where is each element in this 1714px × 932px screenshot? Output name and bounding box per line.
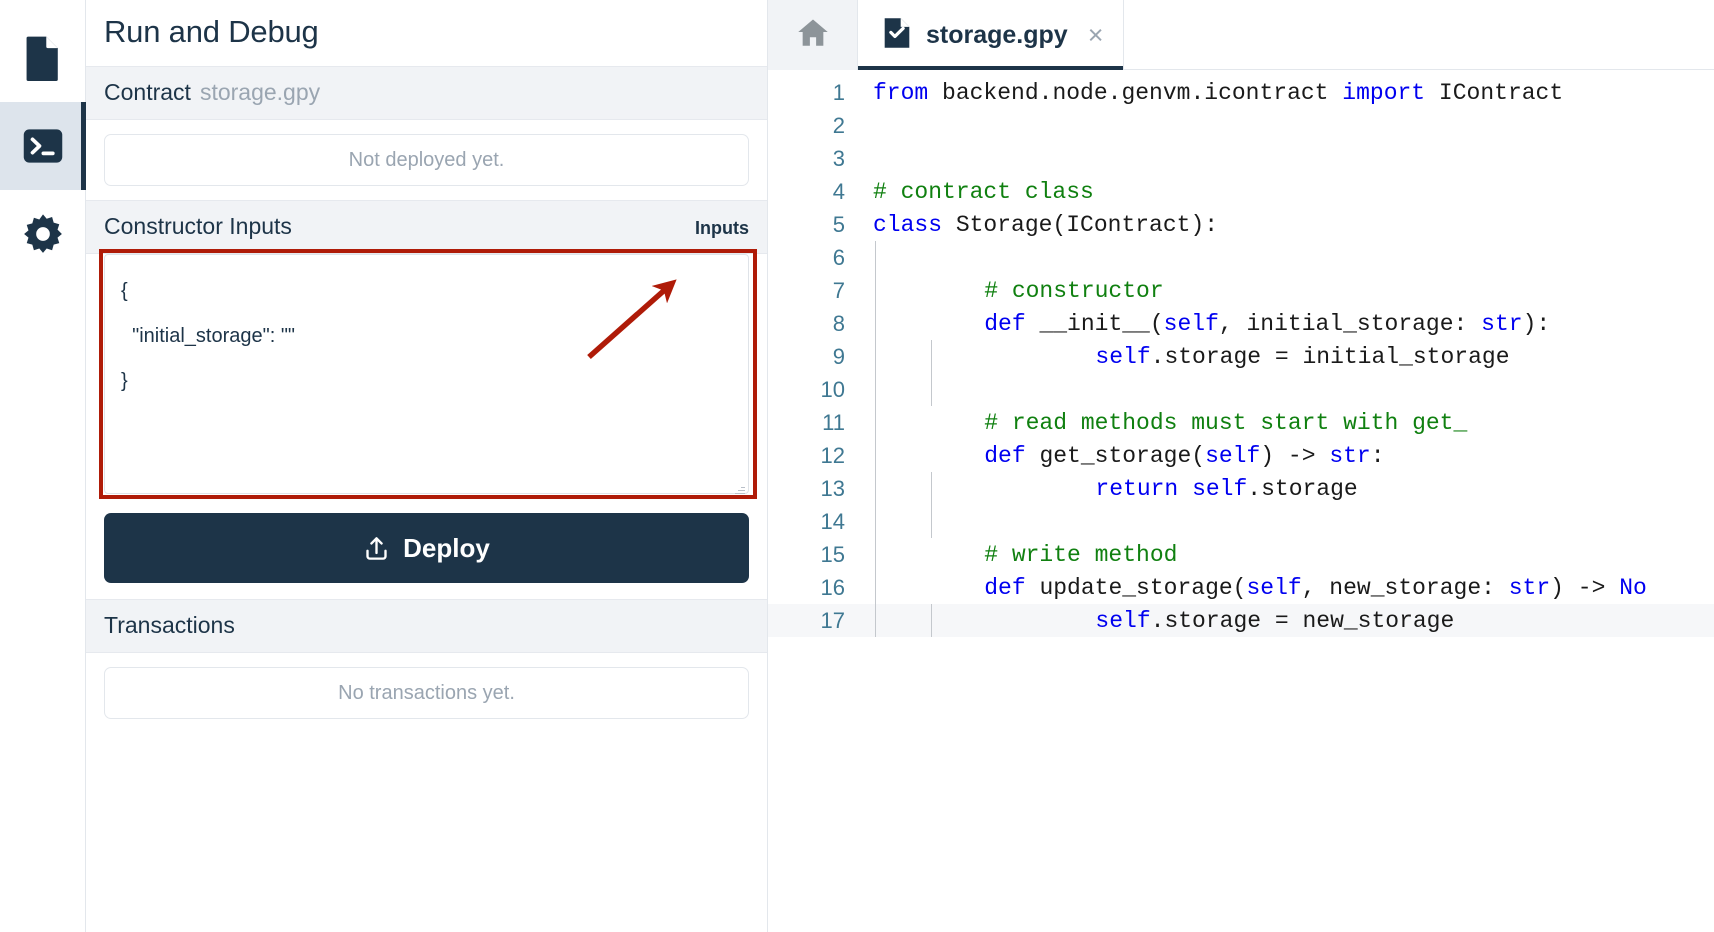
line-number: 5 bbox=[832, 211, 845, 237]
indent-guides bbox=[873, 241, 929, 274]
line-number: 17 bbox=[820, 607, 845, 633]
line-number: 4 bbox=[832, 178, 845, 204]
indent-guides bbox=[873, 505, 985, 538]
editor-tabbar: storage.gpy × bbox=[768, 0, 1714, 70]
code-line[interactable]: 2 bbox=[768, 109, 1714, 142]
line-number: 11 bbox=[822, 409, 845, 435]
indent-guides bbox=[873, 274, 929, 307]
code-line[interactable]: 16 def update_storage(self, new_storage:… bbox=[768, 571, 1714, 604]
constructor-inputs-title: Constructor Inputs bbox=[104, 213, 292, 239]
inputs-toggle-label[interactable]: Inputs bbox=[695, 218, 749, 238]
code-text: def get_storage(self) -> str: bbox=[984, 442, 1385, 469]
line-number: 12 bbox=[820, 442, 845, 468]
code-editor: storage.gpy × 1 from backend.node.genvm.i… bbox=[768, 0, 1714, 932]
constructor-inputs-header: Constructor Inputs Inputs bbox=[86, 200, 767, 254]
home-tab[interactable] bbox=[768, 0, 858, 70]
line-number: 6 bbox=[832, 244, 845, 270]
file-check-icon bbox=[882, 17, 912, 54]
editor-tab-storage-gpy[interactable]: storage.gpy × bbox=[858, 0, 1125, 70]
code-line[interactable]: 5 class Storage(IContract): bbox=[768, 208, 1714, 241]
deploy-button[interactable]: Deploy bbox=[104, 513, 749, 583]
transactions-title: Transactions bbox=[104, 612, 235, 638]
code-line[interactable]: 10 bbox=[768, 373, 1714, 406]
line-number: 10 bbox=[820, 376, 845, 402]
code-text: class Storage(IContract): bbox=[873, 211, 1219, 238]
transactions-body: No transactions yet. bbox=[86, 653, 767, 733]
line-number: 2 bbox=[832, 112, 845, 138]
indent-guides bbox=[873, 538, 929, 571]
indent-guides bbox=[873, 307, 929, 340]
code-line[interactable]: 17 self.storage = new_storage bbox=[768, 604, 1714, 637]
code-line[interactable]: 8 def __init__(self, initial_storage: st… bbox=[768, 307, 1714, 340]
code-text: # read methods must start with get_ bbox=[929, 409, 1468, 436]
line-number: 1 bbox=[832, 79, 845, 105]
code-text: def update_storage(self, new_storage: st… bbox=[984, 574, 1647, 601]
code-line[interactable]: 4 # contract class bbox=[768, 175, 1714, 208]
constructor-inputs-editor-wrap bbox=[86, 249, 767, 499]
contract-section-header: Contract storage.gpy bbox=[86, 66, 767, 120]
deploy-button-wrap: Deploy bbox=[86, 499, 767, 599]
code-line[interactable]: 3 bbox=[768, 142, 1714, 175]
code-content[interactable]: 1 from backend.node.genvm.icontract impor… bbox=[768, 70, 1714, 932]
code-text: def __init__(self, initial_storage: str)… bbox=[984, 310, 1551, 337]
line-number: 9 bbox=[832, 343, 845, 369]
file-icon bbox=[23, 35, 63, 81]
line-number: 16 bbox=[820, 574, 845, 600]
indent-guides bbox=[873, 340, 985, 373]
run-and-debug-panel: Run and Debug Contract storage.gpy Not de… bbox=[86, 0, 768, 932]
code-line[interactable]: 13 return self.storage bbox=[768, 472, 1714, 505]
line-number: 7 bbox=[832, 277, 845, 303]
code-line[interactable]: 11 # read methods must start with get_ bbox=[768, 406, 1714, 439]
page-title: Run and Debug bbox=[104, 14, 319, 49]
activity-rail bbox=[0, 0, 86, 932]
code-text: # contract class bbox=[873, 178, 1094, 205]
sidebar-item-files[interactable] bbox=[0, 14, 86, 102]
indent-guides bbox=[873, 604, 985, 637]
code-text: # write method bbox=[929, 541, 1178, 568]
code-line[interactable]: 15 # write method bbox=[768, 538, 1714, 571]
contract-label: Contract bbox=[104, 79, 191, 105]
code-line[interactable]: 6 bbox=[768, 241, 1714, 274]
line-number: 15 bbox=[820, 541, 845, 567]
code-text: self.storage = initial_storage bbox=[1095, 343, 1510, 370]
home-icon bbox=[796, 16, 830, 55]
code-line[interactable]: 7 # constructor bbox=[768, 274, 1714, 307]
line-number: 3 bbox=[832, 145, 845, 171]
deployment-status-body: Not deployed yet. bbox=[86, 120, 767, 200]
upload-icon bbox=[363, 535, 390, 562]
close-icon[interactable]: × bbox=[1087, 19, 1104, 50]
indent-guides bbox=[873, 472, 985, 505]
transactions-section-header: Transactions bbox=[86, 599, 767, 653]
code-line[interactable]: 9 self.storage = initial_storage bbox=[768, 340, 1714, 373]
indent-guides bbox=[873, 373, 985, 406]
constructor-inputs-textarea[interactable] bbox=[104, 254, 749, 494]
line-number: 14 bbox=[820, 508, 845, 534]
contract-filename: storage.gpy bbox=[199, 79, 321, 105]
code-text: self.storage = new_storage bbox=[1095, 607, 1455, 634]
sidebar-item-settings[interactable] bbox=[0, 190, 86, 278]
transactions-empty-box: No transactions yet. bbox=[104, 667, 749, 719]
indent-guides bbox=[873, 406, 929, 439]
line-number: 8 bbox=[832, 310, 845, 336]
editor-tab-label: storage.gpy bbox=[926, 20, 1068, 49]
code-text: return self.storage bbox=[1095, 475, 1358, 502]
code-line[interactable]: 1 from backend.node.genvm.icontract impor… bbox=[768, 76, 1714, 109]
indent-guides bbox=[873, 571, 929, 604]
line-number: 13 bbox=[820, 475, 845, 501]
terminal-icon bbox=[22, 125, 64, 167]
deployment-status-box: Not deployed yet. bbox=[104, 134, 749, 186]
gear-icon bbox=[22, 213, 64, 255]
code-line[interactable]: 12 def get_storage(self) -> str: bbox=[768, 439, 1714, 472]
sidebar-item-run-and-debug[interactable] bbox=[0, 102, 86, 190]
deploy-button-label: Deploy bbox=[403, 532, 490, 563]
code-text: # constructor bbox=[929, 277, 1164, 304]
indent-guides bbox=[873, 439, 929, 472]
code-line[interactable]: 14 bbox=[768, 505, 1714, 538]
code-text: from backend.node.genvm.icontract import… bbox=[873, 79, 1564, 106]
